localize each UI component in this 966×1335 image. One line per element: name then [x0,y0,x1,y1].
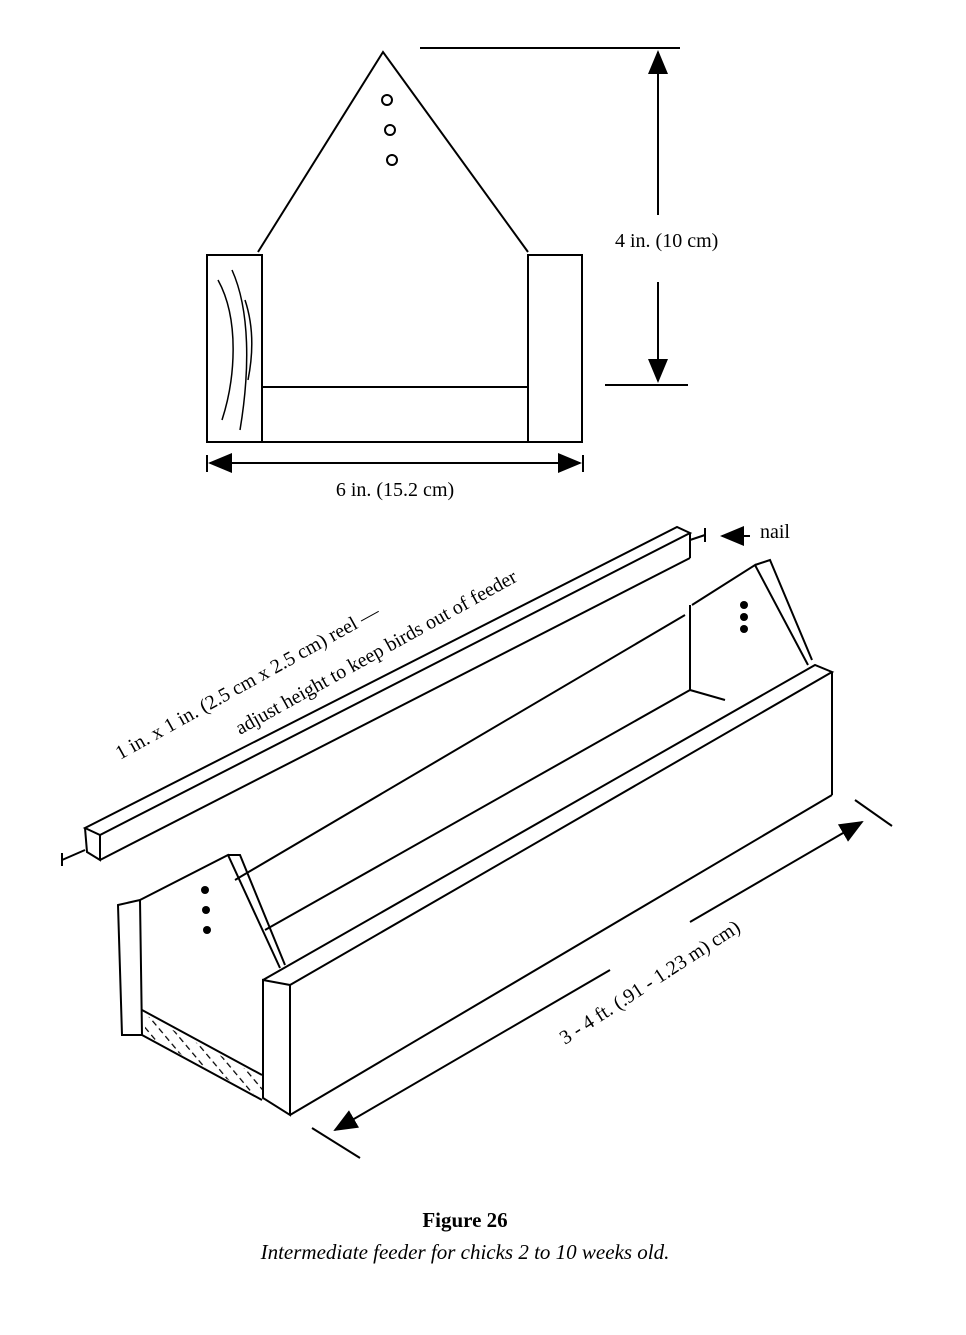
length-arrow-right [689,820,864,923]
length-tick [311,1127,361,1159]
wood-grain [217,269,253,431]
trough: 3 - 4 ft. (.91 - 1.23 m) cm) [116,558,893,1159]
nail-hole [381,94,393,106]
front-bottom [289,794,833,1116]
front-top [262,663,835,986]
width-label: 6 in. (15.2 cm) [336,479,454,501]
nail-hole [384,124,396,136]
near-bottom-board [141,1009,263,1101]
length-label: 3 - 4 ft. (.91 - 1.23 m) cm) [556,916,745,1049]
length-arrow-left [333,969,611,1132]
left-board [206,254,263,443]
right-board [527,254,583,443]
back-top-line [234,614,686,881]
near-end-triangle [139,853,281,969]
nail-hole [386,154,398,166]
reel-label-line2: adjust height to keep birds out of feede… [232,566,521,740]
figure-title: Figure 26 [422,1208,508,1232]
far-end-triangle [691,563,809,666]
length-tick [854,799,893,827]
height-label: 4 in. (10 cm) [615,230,718,252]
nail-icon [689,528,706,542]
nail-icon [61,849,86,866]
bottom-board [261,386,529,443]
reel: nail 1 in. x 1 in. (2.5 cm x 2.5 cm) ree… [61,521,790,866]
figure-caption: Intermediate feeder for chicks 2 to 10 w… [260,1240,670,1264]
right-end-board [262,978,291,1117]
nail-label: nail [760,521,790,543]
inner-back-line [264,689,691,931]
left-end-board [116,898,144,1036]
end-panel-triangle [257,50,529,253]
end-view: 4 in. (10 cm) 6 in. (15.2 cm) [206,47,718,501]
